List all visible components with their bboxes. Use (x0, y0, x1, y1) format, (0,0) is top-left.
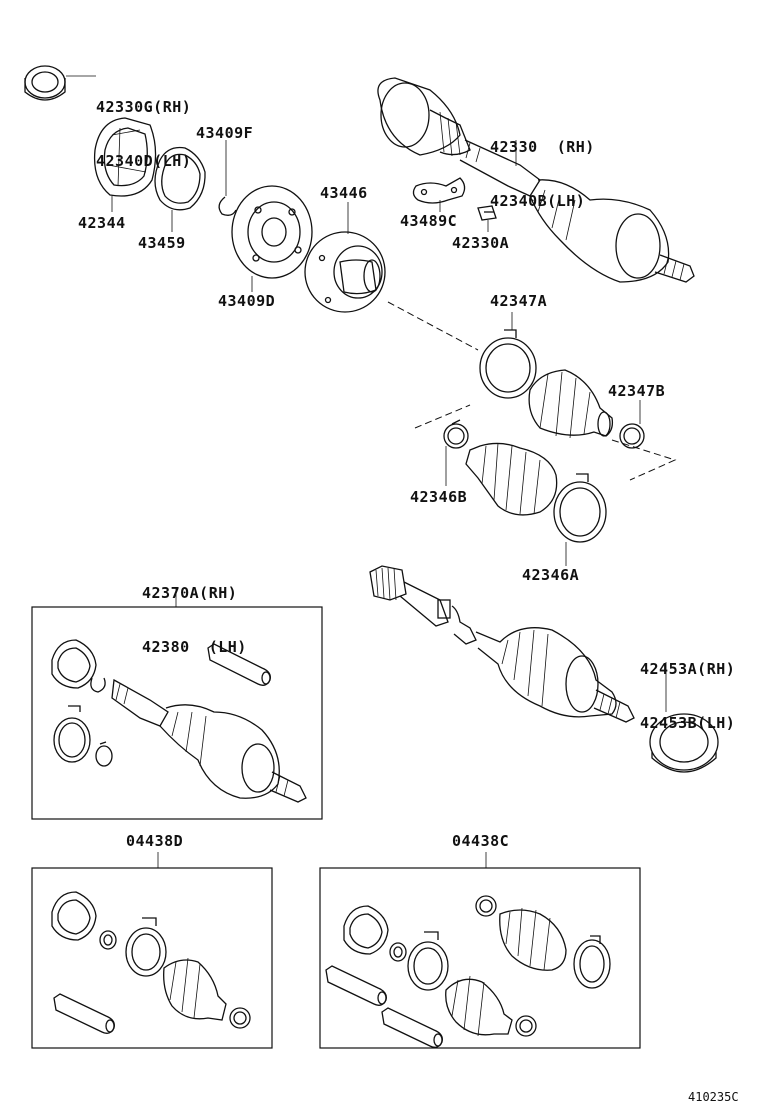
label-42330g-line2: 42340D(LH) (96, 152, 192, 170)
snap-ring-43409f (218, 196, 237, 216)
label-43489c: 43489C (400, 212, 458, 230)
leader-dashed (387, 301, 479, 351)
boot-43446 (304, 231, 386, 313)
label-42330-line2: 42340B(LH) (490, 192, 586, 210)
bracket-43489c (412, 177, 466, 204)
label-42370a-line2: 42380 (LH) (142, 638, 247, 656)
label-42370a-line1: 42370A(RH) (142, 584, 238, 602)
kit-box-04438c (319, 867, 641, 1049)
label-43409d: 43409D (218, 292, 276, 310)
tripod-joint-43409d (231, 185, 313, 279)
inboard-shaft (369, 565, 635, 723)
dust-seal-42330g (24, 65, 66, 101)
label-43409f: 43409F (196, 124, 254, 142)
label-43446: 43446 (320, 184, 368, 202)
label-42347b: 42347B (608, 382, 666, 400)
label-42346a: 42346A (522, 566, 580, 584)
drive-shaft-42330 (377, 77, 695, 283)
boot-clamp-42347b (619, 423, 645, 449)
joint-cover-42344 (93, 117, 157, 197)
label-42346b: 42346B (410, 488, 468, 506)
kit-42370a-parts (51, 639, 307, 803)
label-42453a: 42453A(RH) 42453B(LH) (640, 624, 735, 750)
boot-clamp-42346a (553, 473, 607, 543)
label-42330: 42330 (RH) 42340B(LH) (490, 102, 595, 228)
boot-42347 (528, 369, 614, 439)
label-42330g-line1: 42330G(RH) (96, 98, 192, 116)
label-42330a: 42330A (452, 234, 510, 252)
seal-42453a (649, 713, 719, 773)
label-42330g: 42330G(RH) 42340D(LH) (96, 62, 191, 188)
kit-04438c-parts (325, 895, 611, 1048)
label-42330-line1: 42330 (RH) (490, 138, 595, 156)
kit-box-42370a (31, 606, 323, 820)
diagram-code: 410235C (688, 1090, 739, 1104)
label-04438c: 04438C (452, 832, 510, 850)
boot-clamp-42346b (443, 419, 469, 449)
boot-42346 (465, 442, 558, 516)
boot-clamp-42347a (479, 329, 537, 399)
gasket-43459 (154, 146, 206, 211)
label-04438d: 04438D (126, 832, 184, 850)
label-42370a: 42370A(RH) 42380 (LH) (142, 548, 247, 674)
kit-04438d-parts (51, 891, 251, 1034)
kit-box-04438d (31, 867, 273, 1049)
bolt-42330a (477, 205, 497, 221)
kit-outline-dashed (414, 404, 677, 481)
label-42453a-line1: 42453A(RH) (640, 660, 736, 678)
label-42453a-line2: 42453B(LH) (640, 714, 736, 732)
label-42344: 42344 (78, 214, 126, 232)
label-42347a: 42347A (490, 292, 548, 310)
label-43459: 43459 (138, 234, 186, 252)
